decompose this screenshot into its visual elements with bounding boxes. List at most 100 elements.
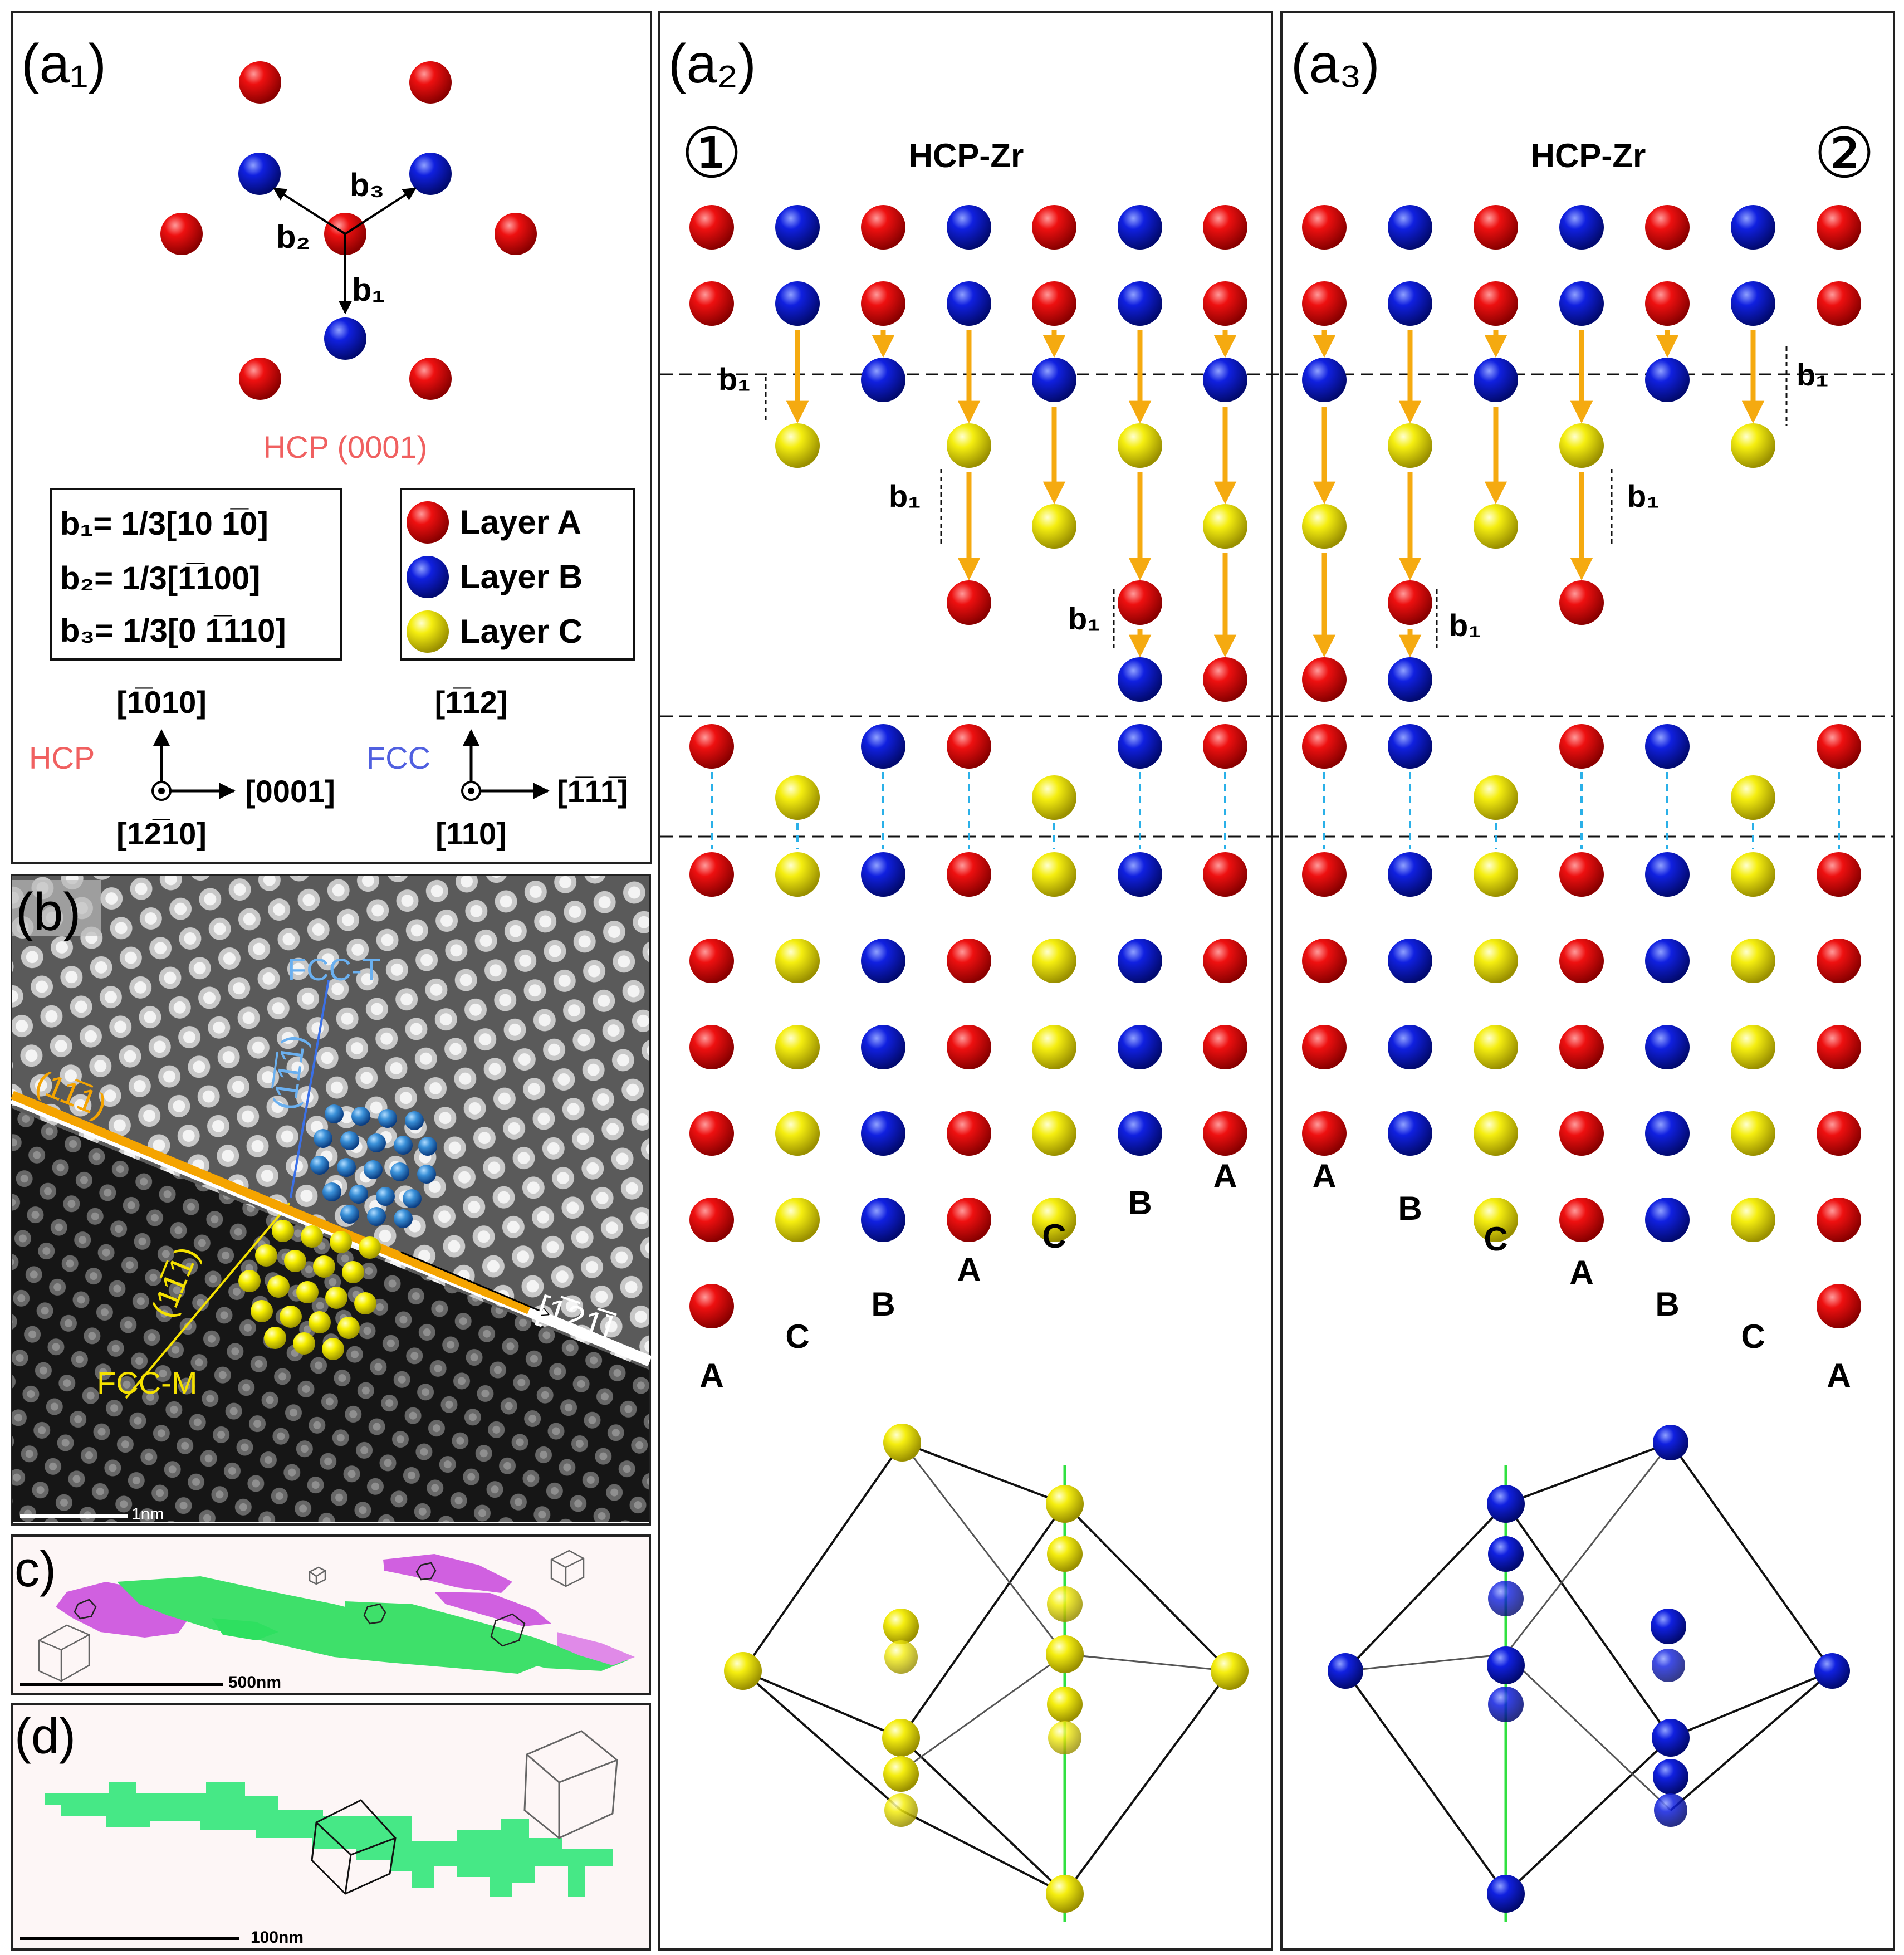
hcp-axis-out: [12̅10] [116, 816, 207, 851]
atom-layer-a [1559, 580, 1604, 625]
column-label: C [785, 1318, 809, 1355]
atom-layer-b [1032, 358, 1076, 402]
column-label: C [1484, 1220, 1507, 1258]
panel-a3-frame [1280, 11, 1895, 1951]
atom-layer-c [1731, 1198, 1775, 1242]
panel-label-c: c) [14, 1542, 56, 1597]
atom-layer-a [689, 1198, 734, 1242]
atom-layer-c [1388, 423, 1432, 468]
atom-layer-c [1474, 939, 1518, 983]
atom-layer-b [1118, 657, 1162, 702]
atom-layer-c [1474, 1025, 1518, 1069]
atom-layer-c [1302, 504, 1347, 549]
atom-layer-a [947, 1111, 991, 1156]
column-label: B [1128, 1184, 1152, 1221]
atom-layer-c [1731, 1025, 1775, 1069]
column-label: A [957, 1251, 981, 1288]
atom-layer-a [1817, 724, 1861, 769]
atom-layer-b [1118, 939, 1162, 983]
atom-layer-b [1559, 205, 1604, 250]
atom-layer-a [1203, 657, 1247, 702]
a3-b1-label-1: b₁ [1797, 357, 1828, 392]
atom-layer-a [861, 281, 905, 326]
a2-b1-label-3: b₁ [1068, 601, 1100, 636]
atom-layer-b [1474, 358, 1518, 402]
panel-a2-frame [658, 11, 1273, 1951]
atom-layer-a [689, 724, 734, 769]
atom-layer-a [947, 1198, 991, 1242]
atom-layer-a [1559, 724, 1604, 769]
a3-b1-label-2: b₁ [1627, 478, 1659, 514]
atom-layer-c [1474, 775, 1518, 820]
hcp-axis-right: [0001] [245, 774, 335, 809]
atom-layer-b [1118, 1111, 1162, 1156]
atom-layer-b [1118, 205, 1162, 250]
atom-layer-b [1559, 281, 1604, 326]
atom-layer-c [775, 775, 820, 820]
atom-layer-a [861, 205, 905, 250]
atom-layer-a [689, 205, 734, 250]
atom-layer-b [1645, 852, 1690, 897]
atom-layer-a [1032, 205, 1076, 250]
fcc-axes [463, 729, 550, 799]
a1-vector-b2: b₂ [276, 219, 310, 255]
atom-layer-a [689, 281, 734, 326]
atom-layer-a [1203, 1111, 1247, 1156]
panel-d-frame [11, 1703, 651, 1951]
atom-layer-c [1032, 939, 1076, 983]
atom-layer-a [1645, 281, 1690, 326]
atom-layer-a [947, 1025, 991, 1069]
atom-layer-a [1474, 281, 1518, 326]
atom-layer-c [1474, 1111, 1518, 1156]
atom-layer-a [1817, 939, 1861, 983]
atom-layer-b [1388, 1025, 1432, 1069]
atom-layer-a [947, 580, 991, 625]
legend-label-layer-c: Layer C [460, 613, 583, 650]
atom-layer-a [1817, 281, 1861, 326]
column-label: A [699, 1357, 723, 1394]
a1-burgers-b3: b₃= 1/3[0 1̅110] [60, 613, 286, 649]
a3-title: HCP-Zr [1531, 137, 1646, 174]
legend-label-layer-b: Layer B [460, 558, 583, 595]
atom-layer-c [775, 852, 820, 897]
fcc-axis-right: [1̅11̅] [557, 774, 628, 809]
atom-layer-a [1203, 281, 1247, 326]
a1-plane-label: HCP (0001) [263, 429, 428, 465]
atom-layer-b [1645, 1198, 1690, 1242]
atom-layer-a [1302, 205, 1347, 250]
atom-layer-a [689, 1025, 734, 1069]
a1-atoms [160, 61, 537, 400]
atom-layer-b [1645, 939, 1690, 983]
column-label: A [1312, 1157, 1336, 1195]
atom-layer-b [1388, 281, 1432, 326]
hcp-axis-up: [1̅010] [116, 685, 207, 720]
atom-layer-b [1118, 724, 1162, 769]
atom-layer-a [689, 1284, 734, 1328]
column-label: B [1398, 1190, 1422, 1227]
column-label: C [1042, 1218, 1066, 1255]
atom-layer-b [1731, 205, 1775, 250]
atom-layer-a [1817, 1198, 1861, 1242]
atom-layer-c [1203, 504, 1247, 549]
atom-layer-c [1731, 423, 1775, 468]
atom-layer-b [1388, 1111, 1432, 1156]
a2-b1-brackets [765, 377, 1115, 652]
legend-label-layer-a: Layer A [460, 504, 581, 541]
atom-layer-a [1645, 205, 1690, 250]
atom-layer-b [947, 281, 991, 326]
unit-cell-a2 [724, 1424, 1249, 1922]
hcp-axes-label: HCP [29, 740, 95, 775]
atom-layer-b [861, 358, 905, 402]
atom-layer-a [689, 1111, 734, 1156]
atom-layer-c [1474, 852, 1518, 897]
atom-layer-c [775, 1111, 820, 1156]
atom-layer-c [1032, 1198, 1076, 1242]
atom-layer-b [947, 205, 991, 250]
atom-layer-c [1032, 1025, 1076, 1069]
atom-layer-a [1559, 1025, 1604, 1069]
a1-burgers-arrows [272, 187, 417, 315]
atom-layer-c [947, 423, 991, 468]
atom-layer-a [1203, 724, 1247, 769]
atom-layer-a [1302, 852, 1347, 897]
